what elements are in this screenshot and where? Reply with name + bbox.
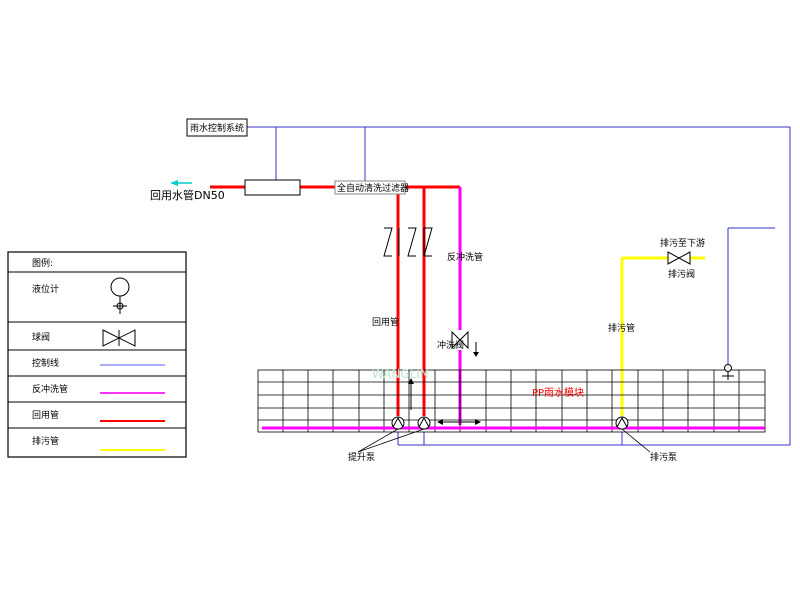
auto-filter-label: 全自动清洗过滤器 [337, 182, 409, 194]
legend-label-ball-valve: 球阀 [32, 331, 50, 343]
drain-downstream-label: 排污至下游 [660, 237, 705, 249]
down-arrow-icon [473, 342, 479, 357]
control-lines [247, 126, 791, 446]
up-arrow-icon [408, 378, 414, 410]
reuse-pipes [210, 185, 460, 416]
control-system-box [186, 118, 248, 137]
level-gauge-icon [722, 364, 734, 380]
check-valve-icons [383, 227, 433, 257]
pump-leader-lines [357, 428, 651, 453]
double-arrow-icon [437, 419, 481, 425]
drain-pipe-label: 排污管 [608, 322, 635, 334]
legend-label-control-line: 控制线 [32, 357, 59, 369]
legend-label-backwash: 反冲洗管 [32, 383, 68, 395]
drain-pump-label: 排污泵 [650, 451, 677, 463]
legend-label-reuse: 回用管 [32, 409, 59, 421]
auto-filter-box [334, 180, 406, 195]
flow-meter-box [244, 179, 301, 196]
backwash-valve-icon [451, 330, 469, 350]
reuse-out-arrow [170, 180, 192, 186]
reuse-pipe-label: 回用管 [372, 316, 399, 328]
drain-pipes [620, 256, 705, 416]
legend: 图例: 液位计 球阀 控制线 反冲洗管 回用管 排污管 [7, 251, 187, 458]
backwash-pipe-label: 反冲洗管 [447, 251, 483, 263]
legend-level-gauge-icon [110, 277, 130, 314]
legend-title: 图例: [32, 257, 53, 269]
pp-module-grid [257, 369, 766, 433]
watermark: WANGLIN [372, 367, 429, 381]
backwash-pipes [262, 187, 765, 430]
control-system-label: 雨水控制系统 [190, 122, 244, 134]
legend-label-drain: 排污管 [32, 435, 59, 447]
drain-pump-icon [615, 416, 629, 430]
reuse-pipe-dn50-label: 回用水管DN50 [150, 188, 225, 202]
pp-module-label: PP雨水模块 [532, 387, 584, 399]
drain-valve-icon [667, 251, 691, 265]
lift-pump-label: 提升泵 [348, 452, 375, 463]
legend-ball-valve-icon [102, 329, 136, 347]
backwash-valve-label: 冲洗阀 [437, 339, 464, 351]
legend-label-level-gauge: 液位计 [32, 283, 59, 295]
drain-valve-label: 排污阀 [668, 268, 695, 280]
